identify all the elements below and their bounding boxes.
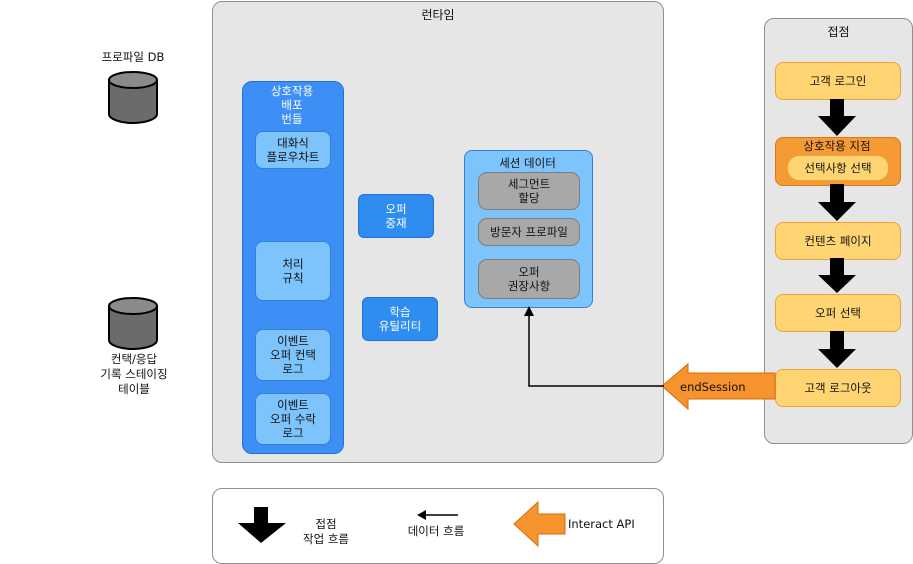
deployment-bundle-title: 상호작용 배포 번들: [270, 84, 314, 126]
runtime-title: 런타임: [421, 8, 455, 22]
workflow-arrow-1: [818, 99, 856, 136]
workflow-arrow-3: [818, 258, 856, 293]
content-page-step: 컨텐츠 페이지: [775, 222, 901, 260]
select-choice-box: 선택사항 선택: [787, 155, 889, 181]
customer-logout-step: 고객 로그아웃: [775, 369, 901, 407]
data-flow-legend-icon: [417, 510, 458, 520]
workflow-arrow-2: [818, 184, 856, 221]
interaction-point-label: 상호작용 지점: [803, 139, 871, 153]
offer-contact-log-box: 이벤트 오퍼 컨택 로그: [255, 329, 331, 381]
legend-panel: [212, 488, 664, 564]
interact-api-legend-label: Interact API: [568, 517, 635, 531]
treatment-rules-box: 처리 규칙: [255, 241, 331, 301]
profile-db-icon: [108, 71, 158, 124]
workflow-arrow-4: [818, 331, 856, 368]
end-session-label: endSession: [680, 380, 746, 394]
touchpoint-flow-legend-icon: [238, 507, 286, 543]
interact-api-legend-icon: [513, 500, 566, 548]
profile-db-label: 프로파일 DB: [101, 50, 165, 64]
data-flow-arrowhead: [524, 306, 534, 316]
touchpoint-flow-legend-label: 접점 작업 흐름: [303, 517, 349, 546]
offer-recommendations-box: 오퍼 권장사항: [478, 259, 580, 299]
segment-assignment-box: 세그먼트 할당: [478, 172, 580, 210]
touchpoint-title: 접점: [827, 25, 850, 39]
visitor-profile-box: 방문자 프로파일: [478, 218, 580, 246]
offer-arbitration-box: 오퍼 중재: [358, 194, 434, 238]
data-flow-legend-label: 데이터 흐름: [407, 524, 465, 538]
learning-utility-box: 학습 유틸리티: [362, 297, 438, 341]
staging-table-label: 컨택/응답 기록 스테이징 테이블: [100, 352, 168, 396]
interactive-flowchart-box: 대화식 플로우차트: [255, 131, 331, 169]
data-flow-line: [528, 314, 664, 387]
session-data-title: 세션 데이터: [499, 156, 556, 170]
offer-accept-log-box: 이벤트 오퍼 수락 로그: [255, 393, 331, 445]
staging-table-db-icon: [108, 297, 158, 350]
end-session-api-arrow: [661, 362, 776, 411]
